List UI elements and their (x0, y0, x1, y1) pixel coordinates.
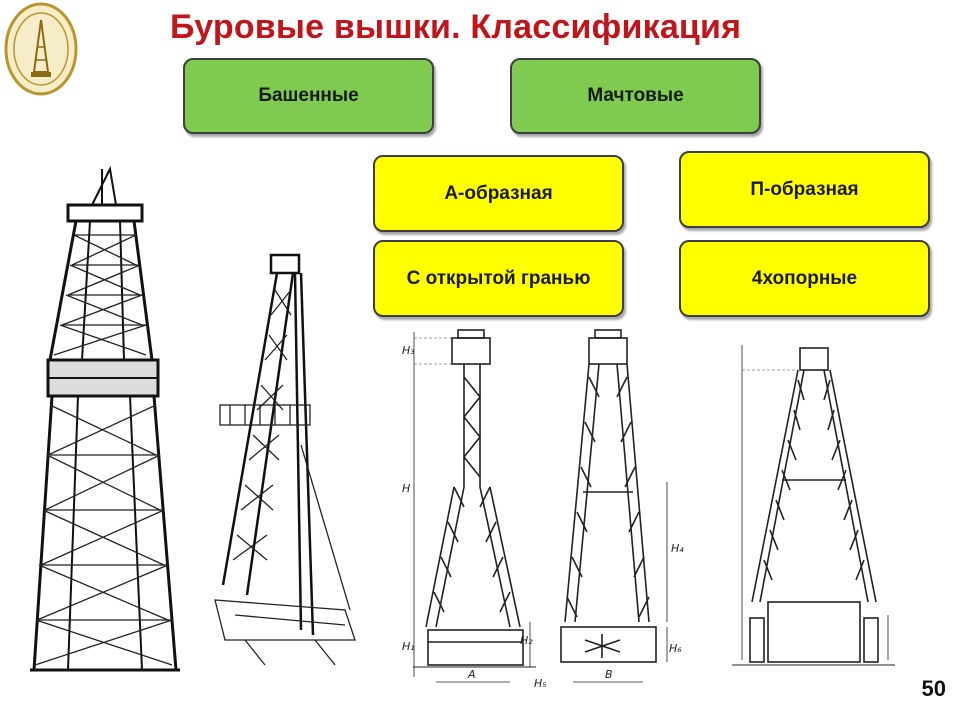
type-p-frame-box: П-образная (679, 151, 930, 228)
dim-label-h: H (402, 482, 410, 495)
dim-label-h4: H₄ (671, 542, 684, 555)
a-frame-mast-schematic: H₃ H H₁ H₂ H₅ A (402, 329, 547, 690)
dim-label-h6: H₆ (669, 642, 682, 655)
category-mast-label: Мачтовые (587, 85, 684, 106)
page-title: Буровые вышки. Классификация (170, 8, 742, 46)
dim-label-h1: H₁ (402, 640, 415, 653)
dim-label-a: A (467, 668, 476, 681)
type-open-face-label: С открытой гранью (406, 267, 591, 289)
dim-label-h3: H₃ (402, 344, 415, 357)
dim-label-h2: H₂ (520, 634, 533, 647)
type-four-leg-box: 4хопорные (679, 240, 930, 317)
type-a-frame-label: А-образная (444, 182, 553, 204)
category-mast-box: Мачтовые (510, 58, 761, 134)
category-tower-label: Башенные (258, 85, 359, 106)
mast-derrick-drawing (214, 253, 356, 666)
type-a-frame-box: А-образная (373, 155, 624, 232)
type-p-frame-label: П-образная (750, 178, 859, 200)
dim-label-h5: H₅ (534, 677, 547, 690)
type-four-leg-label: 4хопорные (751, 267, 858, 289)
dim-label-b: B (605, 668, 613, 681)
p-frame-mast-schematic (732, 345, 895, 666)
logo-emblem (4, 2, 78, 96)
tower-derrick-drawing (30, 165, 180, 672)
open-face-mast-schematic: H₄ H₆ B (560, 329, 684, 683)
category-tower-box: Башенные (183, 58, 434, 134)
type-open-face-box: С открытой гранью (373, 240, 624, 317)
page-number: 50 (921, 676, 946, 701)
